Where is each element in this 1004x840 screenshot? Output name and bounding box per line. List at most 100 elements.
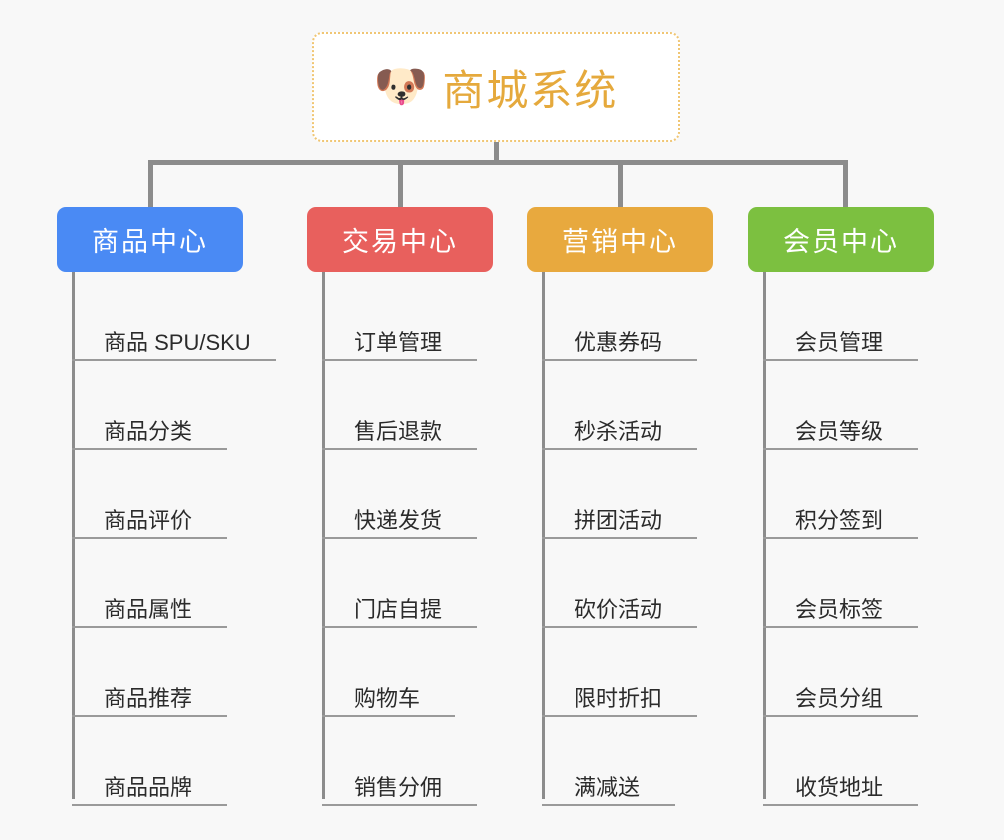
leaf-item[interactable]: 售后退款	[322, 361, 552, 450]
category-header-label: 商品中心	[92, 227, 208, 257]
leaf-list-product-center: 商品 SPU/SKU 商品分类 商品评价 商品属性 商品推荐 商品品牌	[72, 272, 302, 806]
column-spine	[763, 272, 766, 799]
connector-drop-member-center	[843, 160, 848, 207]
leaf-underline	[542, 804, 675, 806]
category-column-member-center: 会员中心 会员管理 会员等级 积分签到 会员标签 会员分组	[748, 207, 934, 806]
leaf-item-label: 会员等级	[795, 418, 884, 444]
leaf-item-label: 砍价活动	[574, 596, 663, 622]
leaf-item-label: 商品 SPU/SKU	[104, 329, 251, 355]
leaf-underline	[72, 804, 227, 806]
leaf-item[interactable]: 会员等级	[763, 361, 993, 450]
leaf-item-label: 满减送	[574, 774, 641, 800]
leaf-item[interactable]: 门店自提	[322, 539, 552, 628]
category-header-label: 会员中心	[783, 227, 899, 257]
leaf-underline	[322, 626, 477, 628]
leaf-item[interactable]: 商品品牌	[72, 717, 302, 806]
leaf-item-label: 商品推荐	[104, 685, 193, 711]
leaf-item[interactable]: 限时折扣	[542, 628, 772, 717]
connector-drop-trade-center	[398, 160, 403, 207]
leaf-item-label: 优惠券码	[574, 329, 663, 355]
leaf-item[interactable]: 砍价活动	[542, 539, 772, 628]
leaf-item[interactable]: 订单管理	[322, 272, 552, 361]
leaf-item[interactable]: 会员标签	[763, 539, 993, 628]
connector-root-stem	[494, 142, 499, 164]
leaf-item[interactable]: 销售分佣	[322, 717, 552, 806]
column-spine	[542, 272, 545, 799]
leaf-underline	[542, 715, 697, 717]
leaf-list-member-center: 会员管理 会员等级 积分签到 会员标签 会员分组 收货地址	[763, 272, 993, 806]
leaf-item-label: 收货地址	[795, 774, 884, 800]
leaf-item-label: 购物车	[354, 685, 421, 711]
leaf-item[interactable]: 购物车	[322, 628, 552, 717]
leaf-item[interactable]: 会员分组	[763, 628, 993, 717]
leaf-underline	[542, 626, 697, 628]
leaf-item[interactable]: 秒杀活动	[542, 361, 772, 450]
leaf-underline	[763, 715, 918, 717]
category-column-marketing-center: 营销中心 优惠券码 秒杀活动 拼团活动 砍价活动 限时折扣	[527, 207, 713, 806]
leaf-item-label: 售后退款	[354, 418, 443, 444]
leaf-underline	[763, 448, 918, 450]
leaf-underline	[542, 537, 697, 539]
leaf-underline	[763, 537, 918, 539]
leaf-underline	[72, 715, 227, 717]
root-node-shop-system[interactable]: 🐶 商城系统	[312, 32, 680, 142]
leaf-item-label: 销售分佣	[354, 774, 443, 800]
leaf-underline	[72, 359, 276, 361]
leaf-item-label: 商品分类	[104, 418, 193, 444]
leaf-underline	[322, 804, 477, 806]
category-column-product-center: 商品中心 商品 SPU/SKU 商品分类 商品评价 商品属性 商品推荐	[57, 207, 276, 806]
category-header-member-center[interactable]: 会员中心	[748, 207, 934, 272]
connector-horizontal-bus	[148, 160, 848, 165]
leaf-item[interactable]: 拼团活动	[542, 450, 772, 539]
leaf-underline	[322, 537, 477, 539]
leaf-item[interactable]: 优惠券码	[542, 272, 772, 361]
leaf-item[interactable]: 商品属性	[72, 539, 302, 628]
leaf-underline	[322, 715, 455, 717]
leaf-item[interactable]: 会员管理	[763, 272, 993, 361]
leaf-item-label: 会员管理	[795, 329, 884, 355]
leaf-item[interactable]: 满减送	[542, 717, 772, 806]
leaf-list-marketing-center: 优惠券码 秒杀活动 拼团活动 砍价活动 限时折扣 满减送	[542, 272, 772, 806]
leaf-item-label: 会员分组	[795, 685, 884, 711]
leaf-item[interactable]: 快递发货	[322, 450, 552, 539]
category-header-trade-center[interactable]: 交易中心	[307, 207, 493, 272]
leaf-item[interactable]: 商品 SPU/SKU	[72, 272, 302, 361]
leaf-item-label: 限时折扣	[574, 685, 663, 711]
leaf-item-label: 会员标签	[795, 596, 884, 622]
leaf-item[interactable]: 收货地址	[763, 717, 993, 806]
leaf-item-label: 拼团活动	[574, 507, 663, 533]
leaf-item-label: 商品评价	[104, 507, 193, 533]
leaf-underline	[763, 626, 918, 628]
leaf-item-label: 商品品牌	[104, 774, 193, 800]
connector-drop-product-center	[148, 160, 153, 207]
leaf-item-label: 门店自提	[354, 596, 443, 622]
leaf-list-trade-center: 订单管理 售后退款 快递发货 门店自提 购物车 销售分佣	[322, 272, 552, 806]
leaf-underline	[72, 448, 227, 450]
category-header-label: 交易中心	[342, 227, 458, 257]
leaf-item[interactable]: 商品评价	[72, 450, 302, 539]
leaf-underline	[322, 448, 477, 450]
leaf-item[interactable]: 商品推荐	[72, 628, 302, 717]
leaf-underline	[72, 537, 227, 539]
leaf-item-label: 快递发货	[354, 507, 443, 533]
leaf-item[interactable]: 商品分类	[72, 361, 302, 450]
leaf-underline	[322, 359, 477, 361]
column-spine	[322, 272, 325, 799]
root-node-title: 商城系统	[442, 66, 619, 114]
category-header-label: 营销中心	[562, 227, 678, 257]
leaf-item-label: 订单管理	[354, 329, 443, 355]
leaf-item-label: 秒杀活动	[574, 418, 663, 444]
leaf-item[interactable]: 积分签到	[763, 450, 993, 539]
category-header-product-center[interactable]: 商品中心	[57, 207, 243, 272]
leaf-underline	[763, 804, 918, 806]
connector-drop-marketing-center	[618, 160, 623, 207]
category-header-marketing-center[interactable]: 营销中心	[527, 207, 713, 272]
leaf-underline	[542, 448, 697, 450]
leaf-underline	[72, 626, 227, 628]
category-column-trade-center: 交易中心 订单管理 售后退款 快递发货 门店自提 购物车	[307, 207, 493, 806]
leaf-underline	[542, 359, 697, 361]
column-spine	[72, 272, 75, 799]
leaf-underline	[763, 359, 918, 361]
dog-face-icon: 🐶	[373, 61, 429, 112]
